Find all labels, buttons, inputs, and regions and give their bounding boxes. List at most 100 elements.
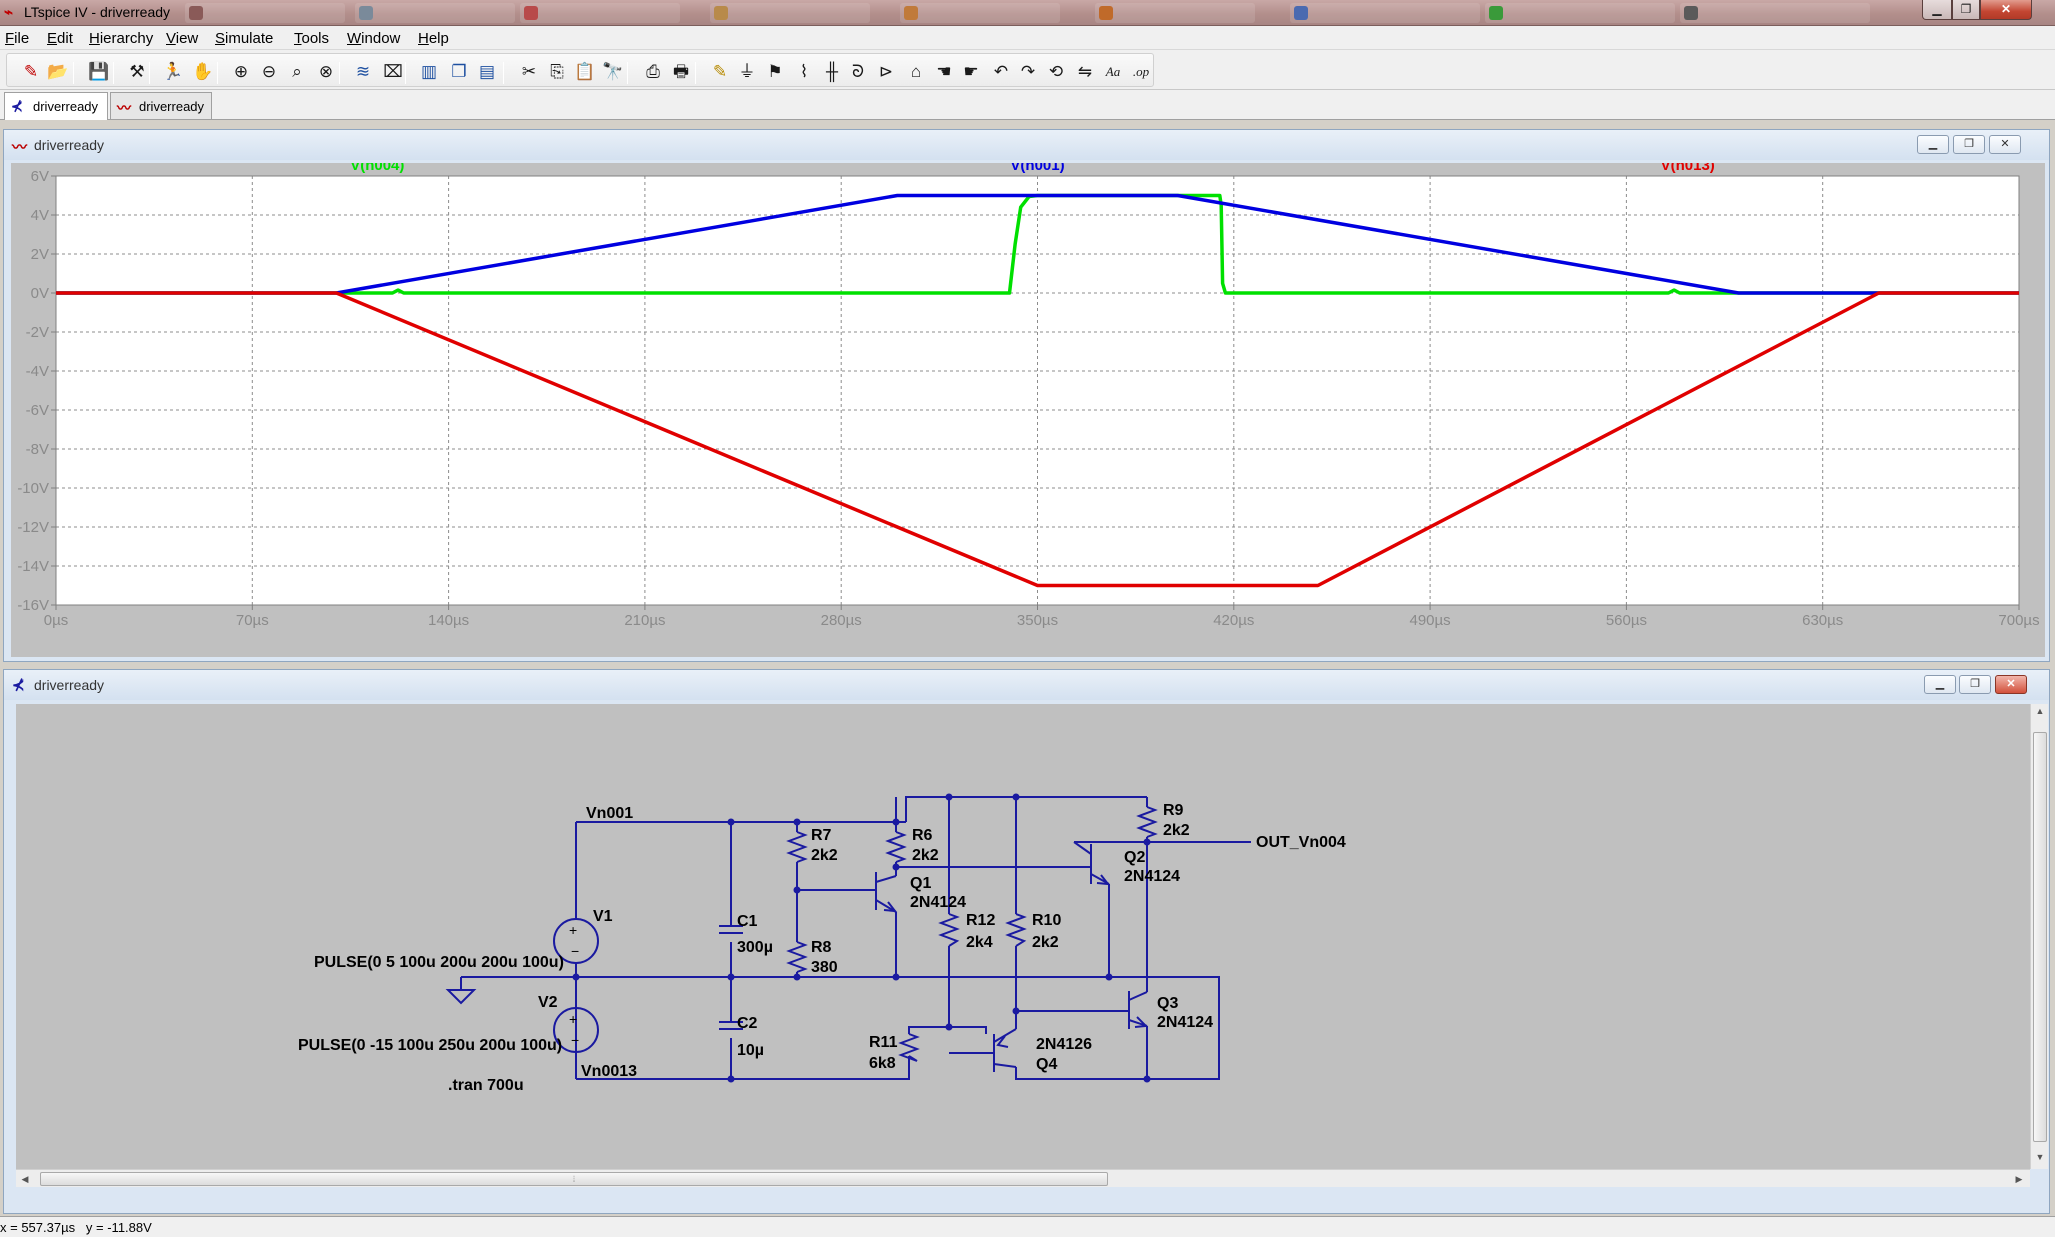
wire[interactable] — [1015, 946, 1069, 1012]
control-panel-icon[interactable]: ⚒ — [129, 62, 145, 81]
schematic-canvas[interactable]: + − + − — [16, 704, 2030, 1169]
zoom-cancel-icon[interactable]: ⊗ — [318, 62, 334, 81]
save-icon[interactable]: 💾 — [88, 62, 110, 81]
waveform-window-titlebar[interactable]: 〰 driverready ▁ ❐ ✕ — [4, 130, 2049, 160]
resistor-icon[interactable]: ⌇ — [799, 62, 809, 81]
menu-simulate[interactable]: Simulate — [215, 30, 273, 47]
ltspice-app-icon[interactable]: ⌁ — [4, 4, 14, 21]
schematic-window-titlebar[interactable]: ⊀ driverready ▁ ❐ ✕ — [4, 670, 2049, 700]
trace-label-vn004[interactable]: V(n004) — [350, 163, 404, 174]
net-label-vn001[interactable]: Vn001 — [586, 805, 633, 822]
menu-window[interactable]: Window — [347, 30, 400, 47]
waveform-minimize-button[interactable]: ▁ — [1917, 135, 1949, 154]
diode-icon[interactable]: ⊳ — [878, 62, 894, 81]
ground-icon[interactable]: ⏚ — [738, 62, 756, 81]
open-icon[interactable]: 📂 — [47, 62, 69, 81]
ground-symbol[interactable] — [445, 989, 477, 1005]
menu-file[interactable]: File — [5, 30, 29, 47]
menu-edit[interactable]: Edit — [47, 30, 73, 47]
spice-directive-icon[interactable]: .op — [1132, 64, 1150, 79]
tab-waveform[interactable]: 〰 driverready — [110, 92, 212, 119]
tile-horizontal-icon[interactable]: ▤ — [478, 62, 496, 81]
wire[interactable] — [576, 1056, 910, 1080]
scroll-right-icon[interactable]: ▶ — [2015, 1174, 2023, 1184]
resistor-r10[interactable] — [1005, 913, 1027, 947]
wire-icon[interactable]: ✎ — [712, 62, 728, 81]
close-window-button[interactable]: ✕ — [1980, 0, 2032, 20]
plot-background[interactable] — [56, 176, 2019, 605]
voltage-source-v1[interactable]: + − — [553, 918, 599, 964]
transistor-q2[interactable] — [1071, 841, 1111, 886]
zoom-out-icon[interactable]: ⊖ — [261, 62, 277, 81]
transistor-q4[interactable] — [949, 1028, 1017, 1072]
transistor-q1[interactable] — [864, 872, 898, 913]
vertical-scroll-thumb[interactable] — [2033, 732, 2047, 1142]
pan-icon[interactable]: ✋ — [192, 62, 214, 81]
schematic-horizontal-scrollbar[interactable]: ◀ ⦙ ▶ — [16, 1169, 2030, 1187]
move-icon[interactable]: ☚ — [936, 62, 952, 81]
run-icon[interactable]: 🏃 — [162, 62, 184, 81]
capacitor-c1[interactable] — [719, 925, 743, 934]
delete-trace-icon[interactable]: ⌧ — [383, 62, 403, 81]
inductor-icon[interactable]: ᘐ — [852, 62, 864, 81]
schematic-close-button[interactable]: ✕ — [1995, 675, 2027, 694]
drag-icon[interactable]: ☛ — [963, 62, 979, 81]
wire[interactable] — [908, 1026, 949, 1034]
waveform-restore-button[interactable]: ❐ — [1953, 135, 1985, 154]
transistor-q3[interactable] — [1069, 991, 1149, 1029]
wire[interactable] — [905, 796, 1147, 822]
trace-label-vn013[interactable]: V(n013) — [1661, 163, 1715, 174]
resistor-r11[interactable] — [898, 1033, 920, 1062]
resistor-r12[interactable] — [938, 913, 960, 947]
autoscale-icon[interactable]: ≋ — [355, 62, 371, 81]
minimize-window-button[interactable]: ▁ — [1922, 0, 1952, 20]
cascade-icon[interactable]: ❐ — [451, 62, 467, 81]
copy-icon[interactable]: ⎘ — [550, 62, 564, 81]
schematic-minimize-button[interactable]: ▁ — [1924, 675, 1956, 694]
resistor-r8[interactable] — [786, 941, 808, 973]
menu-help[interactable]: Help — [418, 30, 449, 47]
waveform-close-button[interactable]: ✕ — [1989, 135, 2021, 154]
redo-icon[interactable]: ↷ — [1020, 62, 1036, 81]
new-schematic-icon[interactable]: ✎ — [23, 62, 39, 81]
capacitor-c2[interactable] — [719, 1021, 743, 1030]
trace-vn013[interactable] — [56, 291, 2019, 588]
paste-icon[interactable]: 📋 — [574, 62, 596, 81]
scroll-up-icon[interactable]: ▲ — [2035, 706, 2045, 716]
wire[interactable] — [1015, 1067, 1147, 1080]
voltage-source-v2[interactable]: + − — [553, 977, 599, 1079]
menu-view[interactable]: View — [166, 30, 198, 47]
rotate-icon[interactable]: ⟲ — [1048, 62, 1064, 81]
net-label-out-vn004[interactable]: OUT_Vn004 — [1256, 834, 1346, 851]
component-icon[interactable]: ⌂ — [910, 62, 922, 81]
trace-label-vn001[interactable]: V(n001) — [1010, 163, 1064, 174]
tab-schematic[interactable]: ⊀ driverready — [4, 92, 108, 120]
print-icon[interactable]: 🖶 — [672, 62, 690, 81]
scroll-down-icon[interactable]: ▼ — [2035, 1152, 2045, 1162]
wire[interactable] — [948, 946, 987, 1034]
cut-icon[interactable]: ✂ — [521, 62, 537, 81]
wire[interactable] — [576, 976, 1220, 1080]
menu-hierarchy[interactable]: Hierarchy — [89, 30, 153, 47]
net-label-vn0013[interactable]: Vn0013 — [581, 1063, 637, 1080]
capacitor-icon[interactable]: ╫ — [825, 62, 839, 81]
zoom-in-icon[interactable]: ⊕ — [233, 62, 249, 81]
horizontal-scroll-thumb[interactable]: ⦙ — [40, 1172, 1108, 1186]
scroll-left-icon[interactable]: ◀ — [21, 1174, 29, 1184]
mirror-icon[interactable]: ⇋ — [1077, 62, 1093, 81]
spice-directive-tran[interactable]: .tran 700u — [448, 1077, 524, 1094]
maximize-window-button[interactable]: ❐ — [1952, 0, 1980, 20]
resistor-r9[interactable] — [1136, 806, 1158, 838]
label-net-icon[interactable]: ⚑ — [767, 62, 783, 81]
menu-tools[interactable]: Tools — [294, 30, 329, 47]
undo-icon[interactable]: ↶ — [993, 62, 1009, 81]
tile-vertical-icon[interactable]: ▥ — [420, 62, 438, 81]
text-icon[interactable]: Aa — [1105, 64, 1121, 79]
zoom-fit-icon[interactable]: ⌕ — [292, 62, 302, 81]
schematic-vertical-scrollbar[interactable]: ▲ ▼ — [2030, 704, 2048, 1169]
print-setup-icon[interactable]: ⎙ — [646, 62, 660, 81]
find-icon[interactable]: 🔭 — [602, 62, 624, 81]
resistor-r6[interactable] — [885, 831, 907, 863]
